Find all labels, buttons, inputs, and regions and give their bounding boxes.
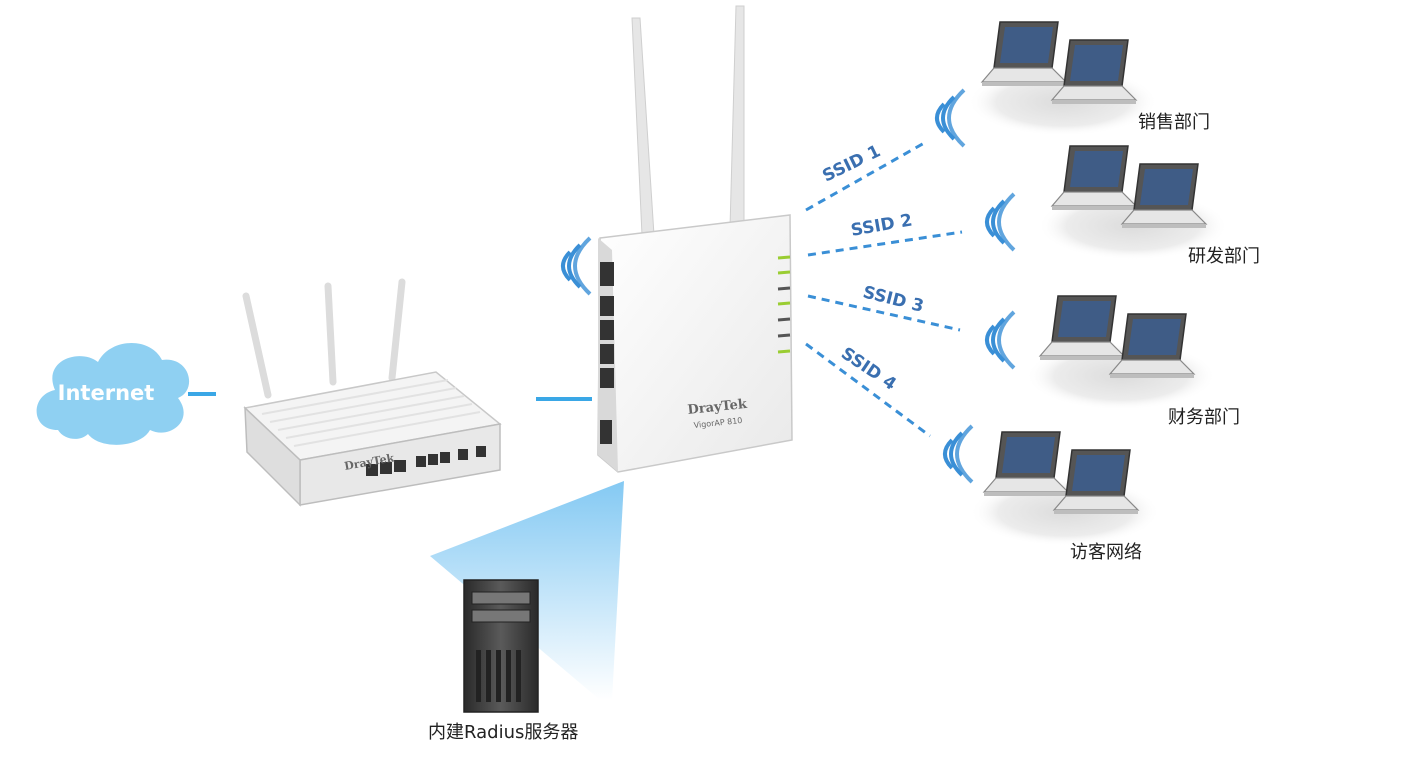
sales-wireless-icon — [935, 88, 966, 148]
group-label-rd: 研发部门 — [1188, 246, 1260, 267]
ssid-2-label: SSID 2 — [849, 210, 913, 240]
guest-wireless-icon — [943, 424, 974, 484]
ssid-1-label: SSID 1 — [819, 141, 883, 186]
ssid-4-label: SSID 4 — [837, 344, 900, 395]
vigor-ap-810: DrayTek VigorAP 810 — [597, 5, 793, 473]
internet-cloud: Internet — [36, 342, 190, 445]
server-label: 内建Radius服务器 — [428, 722, 579, 743]
rd-wireless-icon — [985, 192, 1016, 252]
ssid-3-label: SSID 3 — [861, 282, 926, 316]
ssid-4-link — [805, 342, 931, 438]
finance-laptops — [985, 296, 1216, 410]
ssid-2-link — [807, 230, 963, 257]
ap-wireless-icon — [561, 236, 592, 296]
guest-laptops — [943, 424, 1160, 546]
group-label-sales: 销售部门 — [1138, 112, 1210, 133]
internet-label: Internet — [58, 381, 155, 405]
group-label-finance: 财务部门 — [1168, 407, 1240, 428]
vigor-router: DrayTek — [242, 278, 502, 507]
ssid-1-link — [805, 140, 927, 212]
sales-laptops — [935, 22, 1158, 148]
ssid-3-link — [807, 294, 961, 332]
finance-wireless-icon — [985, 310, 1016, 370]
ap-brand: DrayTek — [687, 397, 749, 418]
radius-server — [463, 579, 539, 713]
group-label-guest: 访客网络 — [1070, 542, 1142, 563]
